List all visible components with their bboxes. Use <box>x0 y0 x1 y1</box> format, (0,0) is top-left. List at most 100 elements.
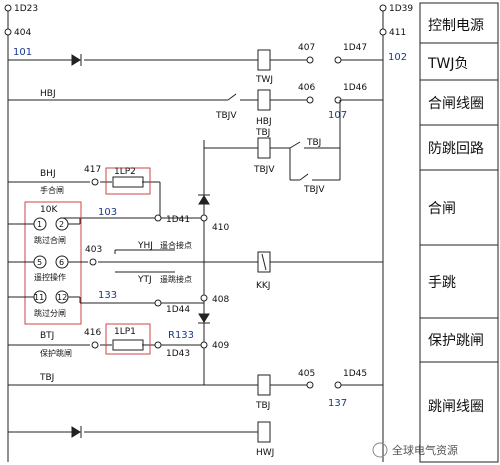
label-10k: 10K <box>40 205 58 215</box>
side-panel <box>419 2 499 463</box>
bus-terminals <box>4 4 387 36</box>
label-407: 407 <box>298 43 315 53</box>
label-bhj: BHJ <box>40 169 56 179</box>
terminal-408 <box>200 294 208 302</box>
label-411: 411 <box>389 28 406 38</box>
row-hbj <box>8 89 383 111</box>
side-label-control-power: 控制电源 <box>428 18 484 34</box>
row-anti-jump <box>204 100 341 181</box>
label-137: 137 <box>328 398 347 409</box>
label-btj: BTJ <box>40 331 54 341</box>
label-trip-open-cn: 跳过分闸 <box>34 308 66 318</box>
label-107: 107 <box>328 110 347 121</box>
label-trip-close-cn: 跳过合闸 <box>34 235 66 245</box>
terminal-410 <box>200 214 208 222</box>
pressplate-1lp1-frame <box>105 323 151 355</box>
switch-10k-frame <box>24 201 82 325</box>
label-416: 416 <box>84 328 101 338</box>
label-hbj-contact: HBJ <box>40 89 56 99</box>
label-yhj-cn: 遥合接点 <box>160 240 192 250</box>
label-hwj: HWJ <box>256 448 274 458</box>
label-410: 410 <box>212 223 229 233</box>
label-101: 101 <box>13 47 32 58</box>
label-yhj: YHJ <box>137 241 153 251</box>
row-tbj-coil <box>8 374 383 396</box>
label-405: 405 <box>298 369 315 379</box>
side-label-protection-trip: 保护跳闸 <box>428 333 484 349</box>
diode-row1 <box>71 54 82 66</box>
watermark: 全球电气资源 <box>372 442 458 458</box>
terminal-416 <box>91 341 99 349</box>
row-twj <box>8 49 383 71</box>
label-417: 417 <box>84 165 101 175</box>
diode-upper <box>198 194 210 205</box>
terminal-407 <box>306 56 314 64</box>
terminal-406 <box>306 96 314 104</box>
terminal-1d41 <box>154 214 162 222</box>
label-406: 406 <box>298 83 315 93</box>
side-label-close: 合闸 <box>428 201 456 217</box>
label-1d39: 1D39 <box>389 4 413 14</box>
row-kkj <box>98 249 383 273</box>
terminal-405 <box>306 381 314 389</box>
label-409: 409 <box>212 341 229 351</box>
row-manual-close <box>8 181 204 219</box>
diode-lower <box>198 313 210 324</box>
pressplate-1lp1 <box>112 339 144 351</box>
label-tbj-contact: TBJ <box>306 138 321 148</box>
label-102: 102 <box>388 52 407 63</box>
pressplate-1lp2 <box>112 176 144 188</box>
contact-1: 1 <box>37 220 42 229</box>
label-ytj-cn: 遥跳接点 <box>160 274 192 284</box>
label-twj: TWJ <box>255 75 273 85</box>
side-label-twj: TWJ负 <box>427 56 469 72</box>
label-408: 408 <box>212 295 229 305</box>
label-103: 103 <box>98 207 117 218</box>
label-manual-close-cn: 手合闸 <box>40 185 64 195</box>
terminal-403 <box>89 258 97 266</box>
terminal-1d44 <box>154 299 162 307</box>
label-tbj-coil-2: TBJ <box>255 401 270 411</box>
side-label-anti-jump: 防跳回路 <box>428 141 484 157</box>
pressplate-1lp2-frame <box>105 167 151 195</box>
label-1d46: 1D46 <box>343 83 367 93</box>
label-tbjv-3: TBJV <box>303 185 325 195</box>
terminal-1d45 <box>334 381 342 389</box>
side-label-trip-coil: 跳闸线圈 <box>428 399 484 415</box>
label-1d23: 1D23 <box>14 4 38 14</box>
label-protection-trip-cn: 保护跳闸 <box>40 348 72 358</box>
contact-2: 2 <box>59 220 64 229</box>
label-133: 133 <box>98 290 117 301</box>
label-1lp1: 1LP1 <box>114 327 136 337</box>
side-label-close-coil: 合闸线圈 <box>428 96 484 112</box>
label-1lp2: 1LP2 <box>114 167 136 177</box>
label-r133: R133 <box>168 330 194 341</box>
terminal-1d47 <box>334 56 342 64</box>
label-remote-cn: 遥控操作 <box>34 272 66 282</box>
label-1d43: 1D43 <box>166 349 190 359</box>
terminal-417 <box>91 178 99 186</box>
contact-6: 6 <box>59 258 64 267</box>
label-1d41: 1D41 <box>166 215 190 225</box>
label-ytj: YTJ <box>137 275 152 285</box>
label-tbjv-2: TBJV <box>253 165 275 175</box>
terminal-409 <box>200 341 208 349</box>
switch-10k-wiring <box>8 218 204 304</box>
label-403: 403 <box>85 245 102 255</box>
label-404: 404 <box>14 28 31 38</box>
side-label-manual-trip: 手跳 <box>428 275 456 291</box>
label-tbjv-1: TBJV <box>215 111 237 121</box>
terminal-1d43 <box>154 341 162 349</box>
row-hwj <box>8 421 271 443</box>
contact-5: 5 <box>37 258 42 267</box>
label-tbj-coil-1: TBJ <box>255 128 270 138</box>
label-tbj-contact-bottom: TBJ <box>39 373 54 383</box>
label-hbj-coil: HBJ <box>256 117 272 127</box>
label-1d44: 1D44 <box>166 305 190 315</box>
diode-row9 <box>71 426 82 438</box>
label-1d47: 1D47 <box>343 43 367 53</box>
contact-11: 11 <box>34 293 44 302</box>
contact-12: 12 <box>57 293 67 302</box>
label-1d45: 1D45 <box>343 369 367 379</box>
